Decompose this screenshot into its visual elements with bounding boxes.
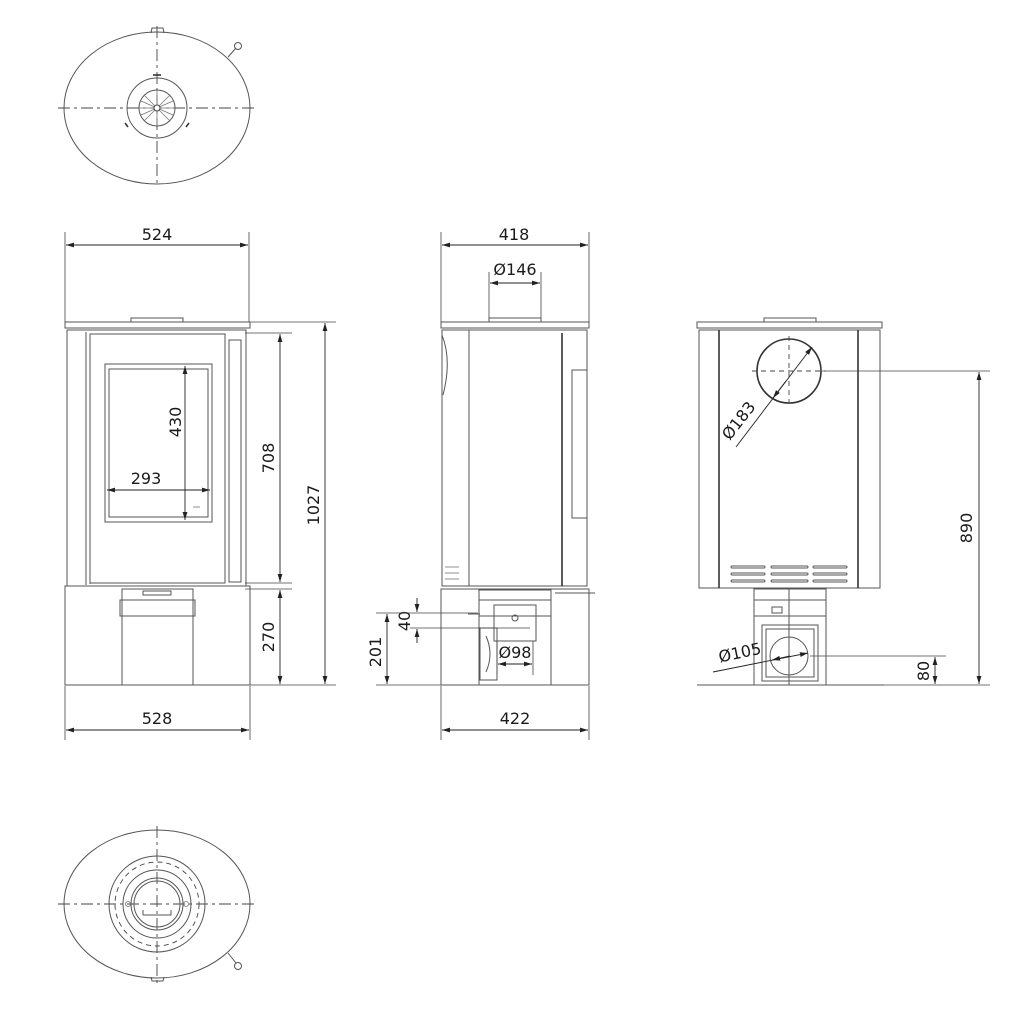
- vent-slots: [730, 565, 848, 583]
- flue-top-diameter-label: Ø146: [493, 260, 536, 279]
- air-inlet-height-label: 201: [366, 637, 385, 668]
- rear-air-diameter-label: Ø105: [717, 639, 763, 667]
- rear-flue-diameter-label: Ø183: [718, 398, 760, 444]
- rear-flue-height-label: 890: [957, 513, 976, 544]
- air-inlet-offset-label: 40: [395, 611, 414, 631]
- side-depth-top-label: 418: [499, 225, 530, 244]
- total-height-label: 1027: [304, 485, 323, 526]
- bottom-view: [58, 826, 256, 984]
- front-width-top-label: 524: [142, 225, 173, 244]
- side-view: 418 Ø146 40 201: [366, 225, 595, 740]
- air-inlet-diameter-label: Ø98: [499, 643, 532, 662]
- rear-air-height-label: 80: [914, 661, 933, 681]
- window-width-label: 293: [131, 469, 162, 488]
- knob-icon: [234, 42, 242, 50]
- bottom-knob-icon: [234, 962, 242, 970]
- door-height-label: 708: [259, 443, 278, 474]
- top-fan-icon: [139, 90, 175, 126]
- window-height-label: 430: [166, 407, 185, 438]
- rear-view: Ø183 Ø105 80: [696, 317, 990, 686]
- top-view: [58, 26, 256, 186]
- side-depth-base-label: 422: [500, 709, 531, 728]
- front-width-base-label: 528: [142, 709, 173, 728]
- front-view: 524 430 293 708 270: [64, 225, 336, 740]
- base-height-label: 270: [259, 622, 278, 653]
